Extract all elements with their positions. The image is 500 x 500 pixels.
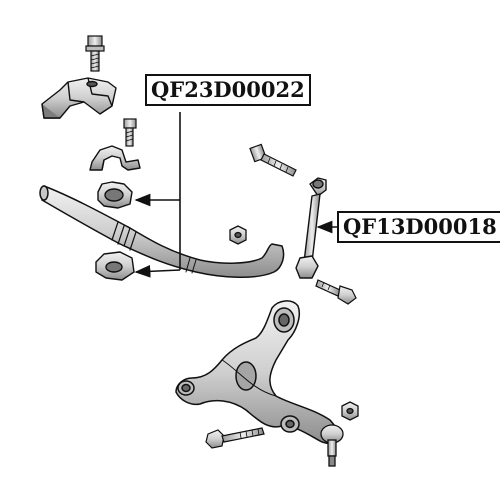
lower-bushing bbox=[95, 251, 135, 281]
stabilizer-link bbox=[295, 177, 327, 279]
clamp-bolt bbox=[123, 118, 137, 147]
bar-nut bbox=[229, 225, 247, 245]
link-bolt-upper bbox=[249, 143, 297, 177]
lower-control-arm bbox=[175, 300, 342, 444]
top-bolt bbox=[85, 35, 105, 72]
link-bolt-lower bbox=[315, 279, 357, 305]
ball-joint bbox=[320, 424, 344, 467]
part-number-callout-qf13: QF13D00018 bbox=[337, 211, 500, 243]
part-number-callout-qf23: QF23D00022 bbox=[145, 74, 311, 106]
mounting-bracket bbox=[41, 77, 117, 119]
arm-bolt bbox=[205, 427, 265, 449]
stabilizer-bar bbox=[39, 185, 285, 279]
upper-bushing bbox=[97, 181, 133, 209]
stabilizer-clamp bbox=[89, 145, 141, 171]
leader-lines-qf23 bbox=[134, 112, 181, 278]
arm-nut bbox=[341, 401, 359, 421]
